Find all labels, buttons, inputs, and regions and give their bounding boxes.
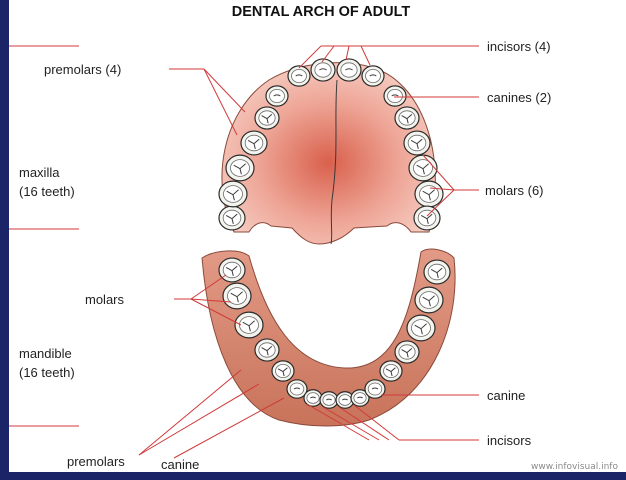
mandible-gum	[201, 248, 456, 427]
upper-molar-tooth	[218, 205, 246, 231]
upper-premolar-tooth	[403, 130, 431, 156]
dental-arch-diagram: DENTAL ARCH OF ADULT	[9, 4, 618, 472]
lower-molar-tooth	[414, 286, 444, 314]
lower-molar-tooth	[234, 311, 264, 339]
incisors-upper-leaders	[298, 45, 479, 69]
upper-molar-tooth	[408, 154, 438, 182]
label-mandible: mandible	[19, 346, 72, 361]
upper-canine-tooth	[265, 85, 289, 107]
lower-canine-tooth	[286, 379, 308, 399]
incisors-lower-leaders	[306, 403, 479, 441]
label-canine-lower-right: canine	[487, 388, 525, 403]
label-molars-lower: molars	[85, 292, 125, 307]
upper-molar-tooth	[218, 180, 248, 208]
lower-molar-tooth	[406, 314, 436, 342]
label-premolars-upper: premolars (4)	[44, 62, 121, 77]
upper-incisor-tooth	[287, 65, 311, 87]
upper-molar-tooth	[413, 205, 441, 231]
upper-incisor-tooth	[336, 58, 362, 82]
lower-canine-tooth	[364, 379, 386, 399]
label-maxilla: maxilla	[19, 165, 60, 180]
upper-molar-tooth	[225, 154, 255, 182]
lower-premolar-tooth	[394, 340, 420, 364]
mandible-teeth	[218, 257, 451, 409]
premolars-upper-leaders	[169, 68, 246, 136]
upper-premolar-tooth	[394, 106, 420, 130]
label-incisors-upper: incisors (4)	[487, 39, 551, 54]
upper-incisor-tooth	[310, 58, 336, 82]
upper-premolar-tooth	[254, 106, 280, 130]
label-incisors-lower: incisors	[487, 433, 532, 448]
lower-premolar-tooth	[271, 360, 295, 382]
label-maxilla-count: (16 teeth)	[19, 184, 75, 199]
label-molars-upper: molars (6)	[485, 183, 544, 198]
canine-lower-bottom-leader	[173, 397, 285, 459]
label-canine-lower-bottom: canine	[161, 457, 199, 472]
lower-incisor-tooth	[319, 391, 339, 409]
maxilla-palate	[221, 62, 436, 245]
upper-molar-tooth	[414, 180, 444, 208]
lower-incisor-tooth	[350, 389, 370, 407]
diagram-panel: DENTAL ARCH OF ADULT	[9, 0, 626, 472]
lower-molar-tooth	[222, 282, 252, 310]
diagram-title: DENTAL ARCH OF ADULT	[232, 4, 411, 20]
upper-premolar-tooth	[240, 130, 268, 156]
lower-premolar-tooth	[379, 360, 403, 382]
upper-incisor-tooth	[361, 65, 385, 87]
credit-text: www.infovisual.info	[531, 462, 618, 472]
upper-canine-tooth	[383, 85, 407, 107]
label-canines-upper: canines (2)	[487, 90, 551, 105]
label-mandible-count: (16 teeth)	[19, 365, 75, 380]
lower-molar-tooth	[218, 257, 246, 283]
lower-premolar-tooth	[254, 338, 280, 362]
lower-incisor-tooth	[303, 389, 323, 407]
lower-molar-tooth	[423, 259, 451, 285]
maxilla-teeth	[218, 58, 444, 231]
molars-upper-leaders	[422, 154, 479, 217]
palate-midline	[330, 79, 338, 245]
premolars-lower-leaders	[138, 369, 260, 456]
label-premolars-lower: premolars	[67, 454, 125, 469]
molars-lower-leaders	[174, 274, 242, 326]
